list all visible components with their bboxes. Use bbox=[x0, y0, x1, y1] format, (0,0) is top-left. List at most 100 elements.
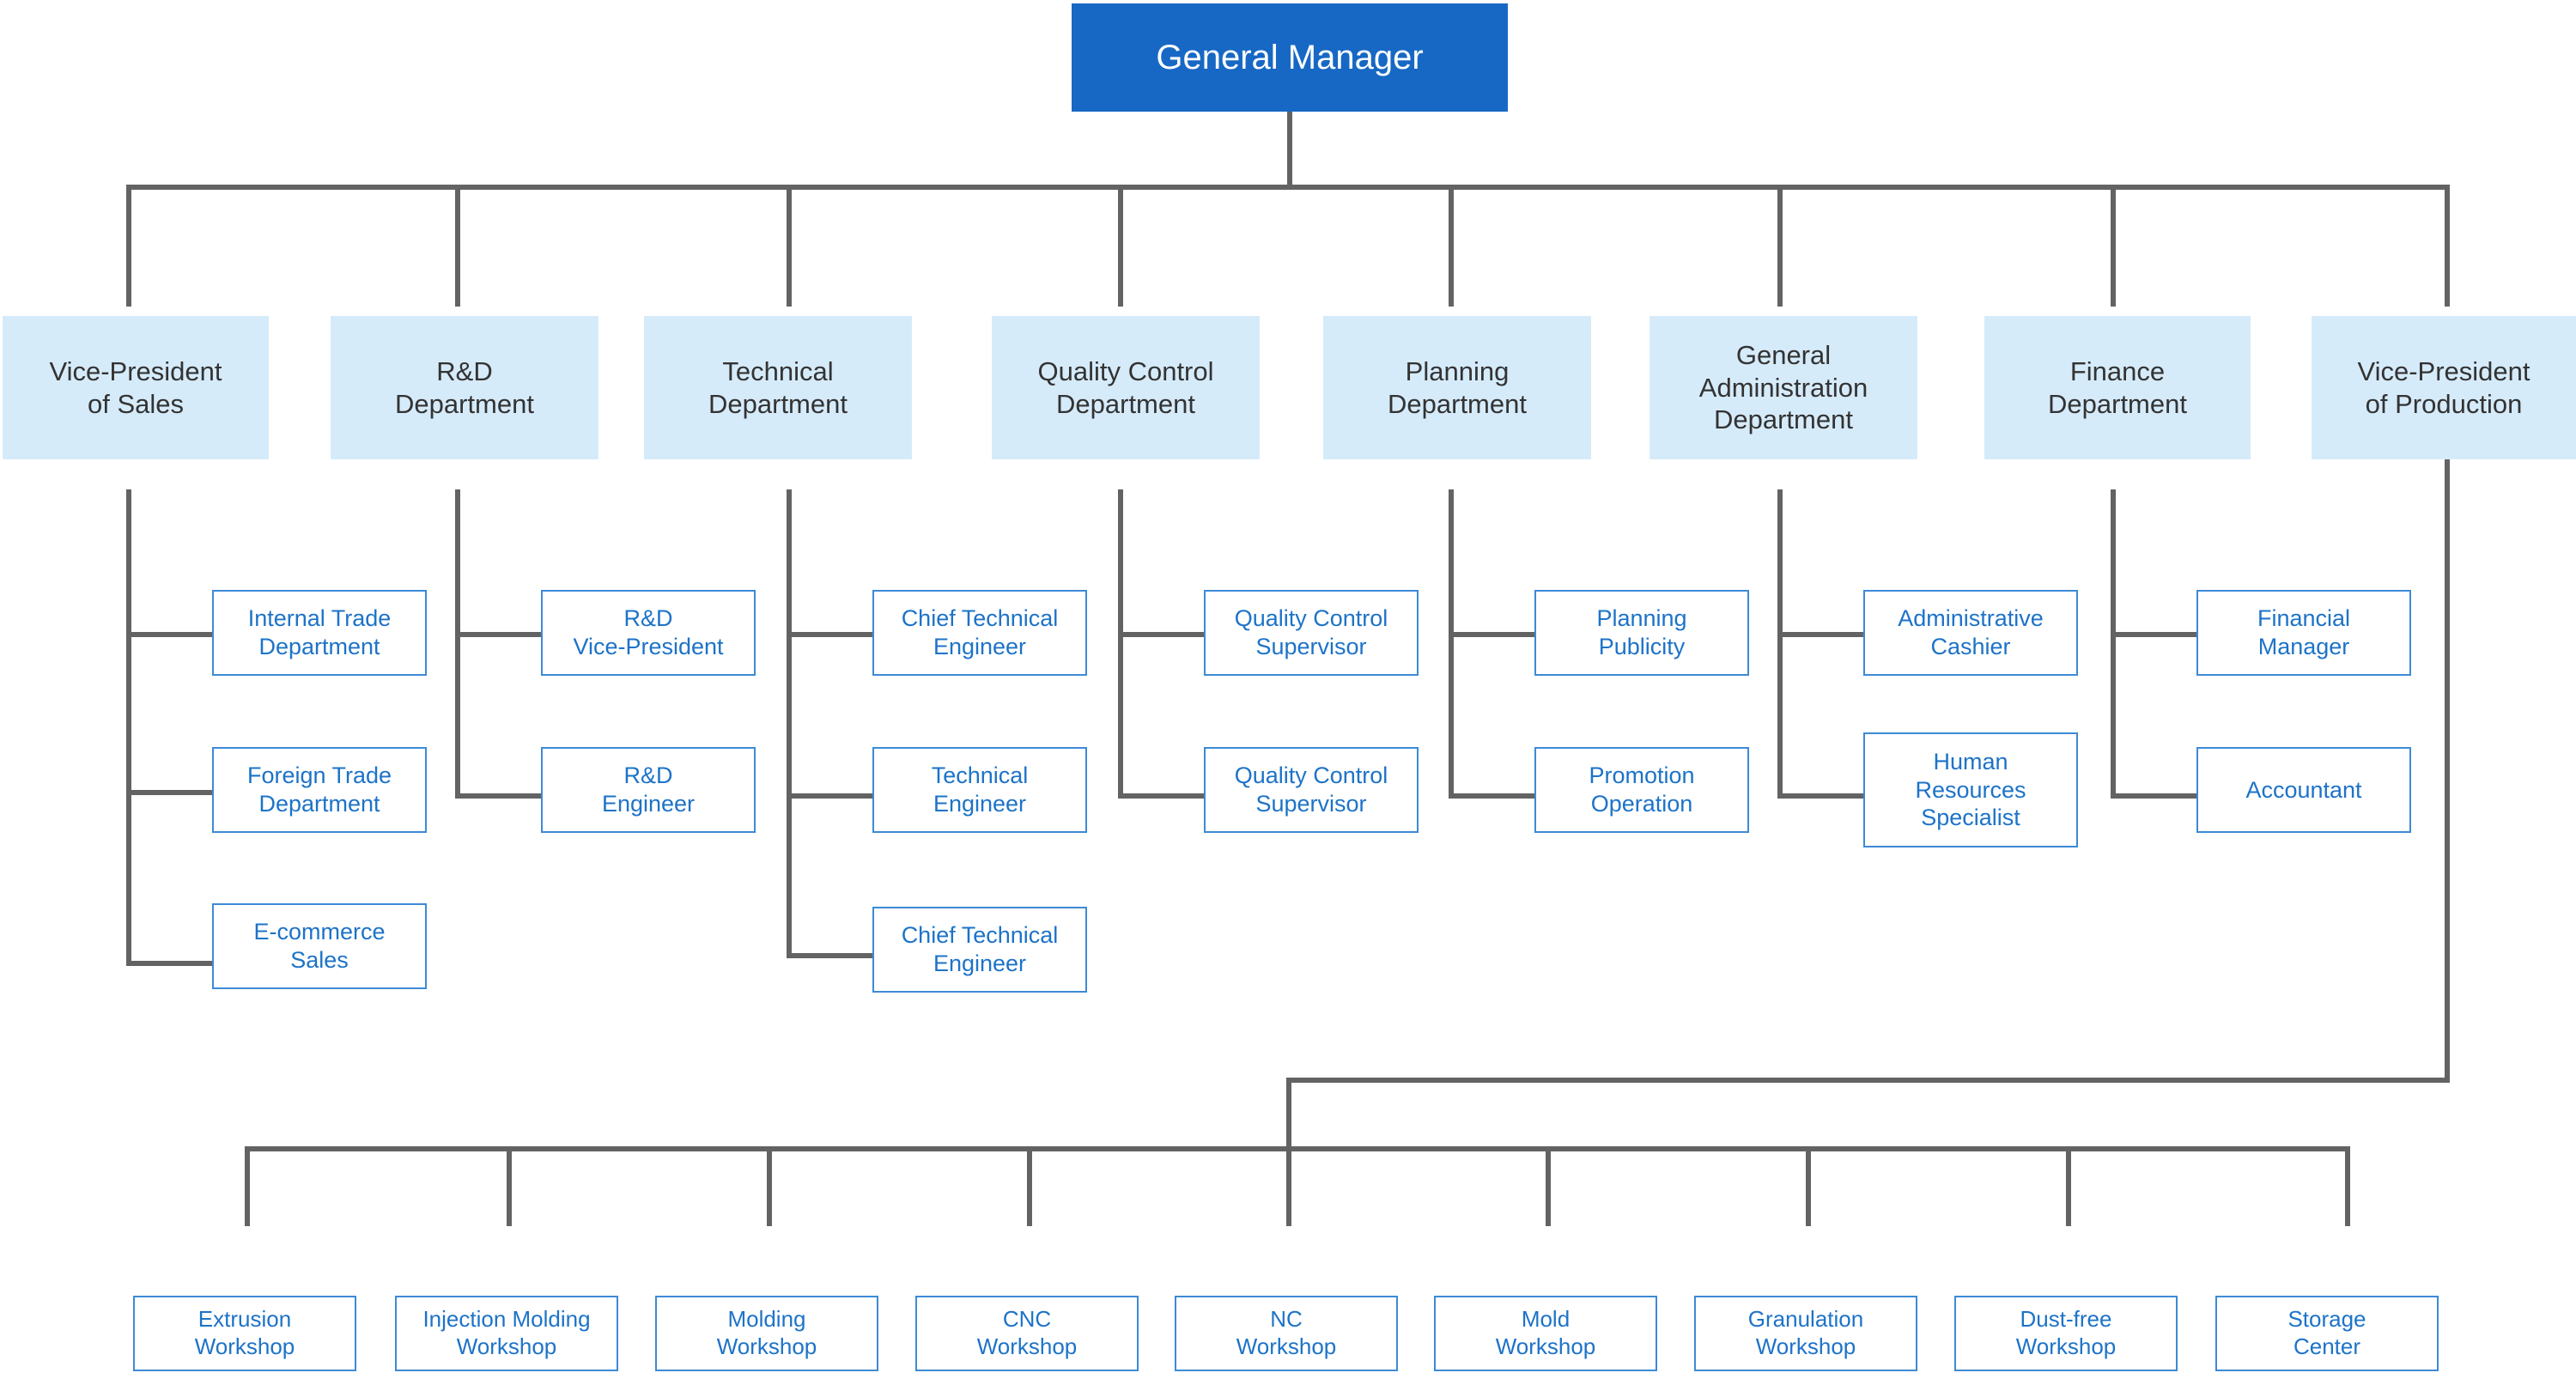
connector-branch-foreign-trade-department bbox=[126, 790, 212, 795]
connector-spine-quality-control-department bbox=[1118, 489, 1123, 799]
node-dust-free-workshop[interactable]: Dust-free Workshop bbox=[1954, 1296, 2178, 1371]
node-label: Technical Engineer bbox=[931, 762, 1029, 817]
node-planning-department[interactable]: Planning Department bbox=[1323, 316, 1591, 459]
connector-spine-technical-department bbox=[787, 489, 792, 957]
node-vice-president-of-sales[interactable]: Vice-President of Sales bbox=[3, 316, 269, 459]
node-promotion-operation[interactable]: Promotion Operation bbox=[1534, 747, 1749, 833]
node-label: Molding Workshop bbox=[716, 1306, 817, 1359]
connector-drop-general-administration-department bbox=[1777, 185, 1783, 307]
connector-branch-quality-control-supervisor-1 bbox=[1118, 632, 1204, 637]
node-label: Finance Department bbox=[2048, 355, 2187, 419]
node-mold-workshop[interactable]: Mold Workshop bbox=[1434, 1296, 1657, 1371]
connector-drop-vice-president-of-sales bbox=[126, 185, 131, 307]
connector-spine-vice-president-of-sales bbox=[126, 489, 131, 966]
connector-branch-internal-trade-department bbox=[126, 632, 212, 637]
node-label: Technical Department bbox=[708, 355, 848, 419]
connector-branch-chief-technical-engineer-2 bbox=[787, 953, 872, 958]
connector-drop-extrusion-workshop bbox=[245, 1146, 250, 1226]
connector-drop-quality-control-department bbox=[1118, 185, 1123, 307]
connector-drop-nc-workshop bbox=[1286, 1146, 1291, 1226]
node-chief-technical-engineer-2[interactable]: Chief Technical Engineer bbox=[872, 907, 1087, 993]
node-cnc-workshop[interactable]: CNC Workshop bbox=[915, 1296, 1139, 1371]
connector-spine-finance-department bbox=[2111, 489, 2116, 799]
node-quality-control-supervisor-1[interactable]: Quality Control Supervisor bbox=[1204, 590, 1419, 676]
node-finance-department[interactable]: Finance Department bbox=[1984, 316, 2251, 459]
node-administrative-cashier[interactable]: Administrative Cashier bbox=[1863, 590, 2078, 676]
connector-branch-financial-manager bbox=[2111, 632, 2196, 637]
connector-branch-quality-control-supervisor-2 bbox=[1118, 793, 1204, 799]
node-quality-control-department[interactable]: Quality Control Department bbox=[992, 316, 1260, 459]
node-injection-molding-workshop[interactable]: Injection Molding Workshop bbox=[395, 1296, 618, 1371]
node-e-commerce-sales[interactable]: E-commerce Sales bbox=[212, 903, 427, 989]
node-label: R&D Engineer bbox=[601, 762, 696, 817]
node-label: Chief Technical Engineer bbox=[901, 922, 1059, 976]
node-general-manager[interactable]: General Manager bbox=[1072, 3, 1508, 112]
connector-branch-chief-technical-engineer-1 bbox=[787, 632, 872, 637]
connector-branch-human-resources-specialist bbox=[1777, 793, 1863, 799]
node-label: Extrusion Workshop bbox=[194, 1306, 295, 1359]
connector-drop-vice-president-of-production bbox=[2445, 185, 2450, 307]
connector-drop-finance-department bbox=[2111, 185, 2116, 307]
node-label: Dust-free Workshop bbox=[2015, 1306, 2117, 1359]
connector-branch-technical-engineer bbox=[787, 793, 872, 799]
node-technical-engineer[interactable]: Technical Engineer bbox=[872, 747, 1087, 833]
connector-spine-planning-department bbox=[1449, 489, 1454, 799]
connector-branch-planning-publicity bbox=[1449, 632, 1534, 637]
connector-drop-injection-molding-workshop bbox=[507, 1146, 512, 1226]
connector-branch-accountant bbox=[2111, 793, 2196, 799]
connector-branch-promotion-operation bbox=[1449, 793, 1534, 799]
node-label: CNC Workshop bbox=[976, 1306, 1078, 1359]
node-human-resources-specialist[interactable]: Human Resources Specialist bbox=[1863, 732, 2078, 847]
node-nc-workshop[interactable]: NC Workshop bbox=[1175, 1296, 1398, 1371]
node-label: E-commerce Sales bbox=[253, 919, 386, 973]
connector-drop-mold-workshop bbox=[1546, 1146, 1551, 1226]
connector-drop-technical-department bbox=[787, 185, 792, 307]
node-granulation-workshop[interactable]: Granulation Workshop bbox=[1694, 1296, 1917, 1371]
node-label: Planning Department bbox=[1388, 355, 1527, 419]
node-molding-workshop[interactable]: Molding Workshop bbox=[655, 1296, 878, 1371]
node-label: General Administration Department bbox=[1698, 339, 1868, 435]
connector-department-bus bbox=[126, 185, 2450, 190]
node-label: Foreign Trade Department bbox=[246, 762, 392, 817]
node-rd-department[interactable]: R&D Department bbox=[331, 316, 598, 459]
connector-root-stem bbox=[1287, 112, 1292, 187]
node-label: R&D Department bbox=[395, 355, 534, 419]
node-label: Quality Control Department bbox=[1037, 355, 1214, 419]
node-label: Promotion Operation bbox=[1589, 762, 1695, 817]
node-label: Human Resources Specialist bbox=[1915, 748, 2026, 831]
node-label: Vice-President of Sales bbox=[49, 355, 222, 419]
node-label: Accountant bbox=[2245, 776, 2362, 803]
node-label: Chief Technical Engineer bbox=[901, 605, 1059, 659]
node-quality-control-supervisor-2[interactable]: Quality Control Supervisor bbox=[1204, 747, 1419, 833]
node-extrusion-workshop[interactable]: Extrusion Workshop bbox=[133, 1296, 356, 1371]
node-foreign-trade-department[interactable]: Foreign Trade Department bbox=[212, 747, 427, 833]
node-internal-trade-department[interactable]: Internal Trade Department bbox=[212, 590, 427, 676]
node-accountant[interactable]: Accountant bbox=[2196, 747, 2411, 833]
connector-production-elbow bbox=[1286, 1078, 2450, 1083]
node-label: Storage Center bbox=[2287, 1306, 2366, 1359]
node-label: Financial Manager bbox=[2257, 605, 2351, 659]
connector-branch-rd-vice-president bbox=[455, 632, 541, 637]
connector-drop-storage-center bbox=[2345, 1146, 2350, 1226]
connector-workshop-bus bbox=[245, 1146, 2350, 1151]
node-label: Granulation Workshop bbox=[1747, 1306, 1864, 1359]
node-financial-manager[interactable]: Financial Manager bbox=[2196, 590, 2411, 676]
connector-branch-administrative-cashier bbox=[1777, 632, 1863, 637]
connector-branch-rd-engineer bbox=[455, 793, 541, 799]
node-general-administration-department[interactable]: General Administration Department bbox=[1649, 316, 1917, 459]
connector-production-to-workshop-bus bbox=[1286, 1078, 1291, 1151]
connector-drop-dust-free-workshop bbox=[2066, 1146, 2071, 1226]
node-technical-department[interactable]: Technical Department bbox=[644, 316, 912, 459]
connector-drop-cnc-workshop bbox=[1027, 1146, 1032, 1226]
connector-drop-rd-department bbox=[455, 185, 460, 307]
connector-drop-molding-workshop bbox=[767, 1146, 772, 1226]
node-rd-vice-president[interactable]: R&D Vice-President bbox=[541, 590, 756, 676]
node-label: Mold Workshop bbox=[1495, 1306, 1596, 1359]
node-label: Administrative Cashier bbox=[1898, 605, 2044, 659]
node-planning-publicity[interactable]: Planning Publicity bbox=[1534, 590, 1749, 676]
node-vice-president-of-production[interactable]: Vice-President of Production bbox=[2312, 316, 2576, 459]
node-rd-engineer[interactable]: R&D Engineer bbox=[541, 747, 756, 833]
node-storage-center[interactable]: Storage Center bbox=[2215, 1296, 2439, 1371]
node-chief-technical-engineer-1[interactable]: Chief Technical Engineer bbox=[872, 590, 1087, 676]
